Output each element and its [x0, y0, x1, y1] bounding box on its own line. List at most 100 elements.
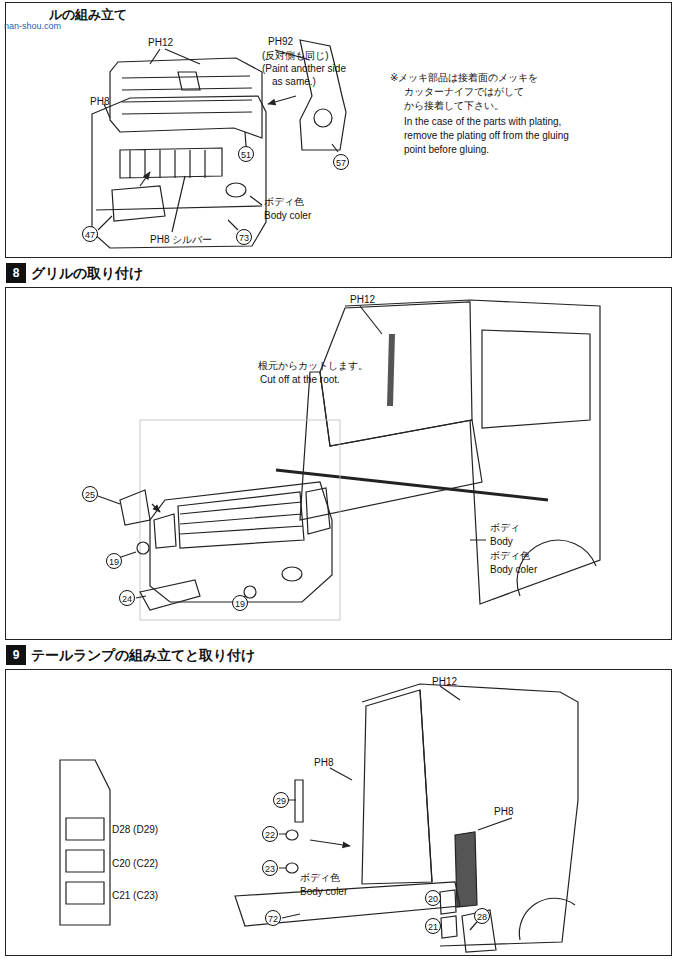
note-text: PH8: [494, 806, 513, 818]
note-text: point before gluing.: [404, 144, 489, 156]
note-text: C21 (C23): [112, 890, 158, 902]
van-rear-art-part: [286, 863, 298, 873]
van-front-art-part: [140, 420, 340, 620]
callout-number: 19: [232, 595, 248, 611]
note-text: D28 (D29): [112, 824, 158, 836]
callout-number: 24: [119, 590, 135, 606]
van-rear-art-part: [279, 686, 512, 930]
step-number: 8: [6, 263, 26, 283]
van-rear-art: [60, 684, 578, 952]
note-text: ボディ: [490, 522, 520, 534]
van-front-art-part: [137, 542, 149, 554]
grille-assembly-art: [92, 40, 346, 248]
step-panel: グリルの取り付け 8: [5, 262, 672, 640]
note-text: から接着して下さい。: [404, 100, 504, 112]
van-front-art: [98, 300, 600, 620]
grille-assembly-art-part: [226, 183, 246, 197]
note-text: Cut off at the root.: [260, 374, 340, 386]
callout-number: 19: [106, 553, 122, 569]
note-text: ボディ色: [490, 550, 530, 562]
grille-assembly-art-part: [122, 76, 252, 114]
van-front-art-part: [390, 334, 392, 406]
van-rear-art-part: [235, 882, 460, 926]
van-front-art-part: [152, 504, 160, 512]
grille-assembly-art-part: [98, 49, 338, 232]
van-front-art-part: [276, 470, 548, 500]
note-text: PH92: [268, 36, 293, 48]
note-text: as same.): [272, 76, 316, 88]
callout-number: 29: [273, 792, 289, 808]
note-text: ※メッキ部品は接着面のメッキを: [390, 72, 538, 84]
van-front-art-part: [345, 300, 600, 604]
callout-number: 28: [474, 908, 490, 924]
note-text: Body coler: [490, 564, 537, 576]
callout-number: 22: [262, 826, 278, 842]
step-heading: グリルの取り付け: [31, 265, 143, 283]
van-rear-art-part: [519, 898, 575, 940]
note-text: PH12: [432, 676, 457, 688]
callout-number: 23: [262, 860, 278, 876]
note-text: ボディ色: [264, 196, 304, 208]
step-panel: ルの組み立て: [5, 2, 672, 258]
van-rear-art-part: [420, 690, 432, 882]
note-text: remove the plating off from the gluing: [404, 130, 569, 142]
note-text: Body coler: [264, 210, 311, 222]
van-rear-art-part: [286, 830, 298, 840]
callout-number: 73: [236, 229, 252, 245]
van-rear-art-part: [362, 690, 432, 884]
callout-number: 57: [333, 154, 349, 170]
note-text: nan-shou.com: [4, 20, 61, 32]
grille-assembly-art-part: [178, 72, 200, 90]
note-text: 根元からカットします。: [258, 360, 368, 372]
panel-border: [5, 2, 672, 258]
callout-number: 20: [425, 890, 441, 906]
note-text: C20 (C22): [112, 858, 158, 870]
callout-number: 25: [82, 486, 98, 502]
note-text: PH8: [90, 96, 109, 108]
panel-border: [5, 669, 672, 956]
van-rear-art-part: [295, 780, 303, 822]
van-rear-art-part: [66, 818, 104, 904]
callout-number: 51: [238, 146, 254, 162]
panel-border: [5, 287, 672, 640]
step-number-text: 9: [13, 648, 20, 662]
note-text: カッターナイフではがして: [404, 86, 524, 98]
note-text: PH12: [350, 294, 375, 306]
note-text: PH8: [314, 757, 333, 769]
van-front-art-part: [154, 488, 330, 548]
van-rear-art-part: [310, 840, 350, 846]
note-text: (Paint another side: [262, 63, 346, 75]
step-panel: テールランプの組み立てと取り付け 9: [5, 644, 672, 956]
van-rear-art-part: [60, 760, 110, 925]
van-rear-art-part: [440, 890, 457, 938]
callout-number: 72: [265, 910, 281, 926]
van-front-art-part: [120, 490, 150, 525]
callout-number: 21: [425, 918, 441, 934]
step-number-text: 8: [13, 266, 20, 280]
callout-number: 47: [82, 226, 98, 242]
van-front-art-part: [482, 330, 590, 428]
note-text: (反対側も同じ): [262, 50, 329, 62]
van-front-art-part: [178, 492, 304, 548]
grille-assembly-art-part: [314, 109, 332, 127]
step-number: 9: [6, 645, 26, 665]
van-front-art-part: [282, 567, 302, 581]
grille-assembly-art-part: [120, 148, 222, 178]
van-front-art-part: [98, 306, 486, 600]
note-text: In the case of the parts with plating,: [404, 116, 561, 128]
van-rear-art-part: [362, 684, 578, 946]
note-text: PH8 シルバー: [150, 234, 212, 246]
note-text: Body: [490, 536, 513, 548]
grille-assembly-art-part: [112, 186, 165, 221]
note-text: ボディ色: [300, 872, 340, 884]
step-heading: テールランプの組み立てと取り付け: [31, 647, 255, 665]
grille-assembly-art-part: [140, 172, 150, 186]
grille-assembly-art-part: [92, 96, 266, 248]
note-text: PH12: [148, 37, 173, 49]
grille-assembly-art-part: [268, 96, 296, 104]
note-text: Body coler: [300, 886, 347, 898]
van-front-art-part: [140, 580, 200, 610]
